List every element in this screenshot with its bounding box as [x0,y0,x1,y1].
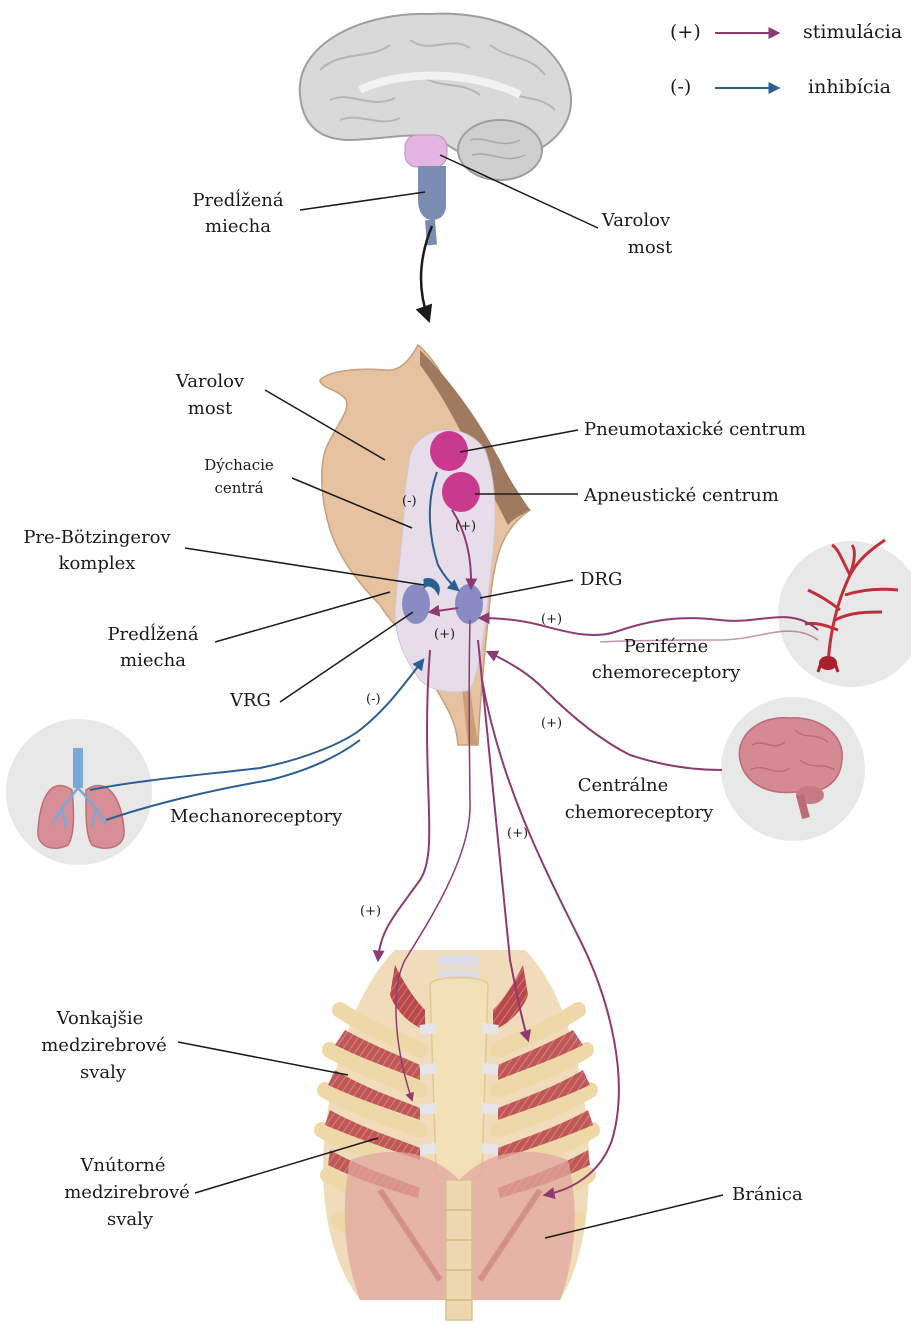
drg-nucleus [455,584,483,624]
brain-medulla-label-line1: Predĺžená [192,188,283,211]
sign-pneumo-inhib: (-) [402,494,417,509]
bs-pneumotaxic-text: Pneumotaxické centrum [584,419,806,440]
vrg-nucleus [402,584,430,624]
central-line2: chemoreceptory [565,802,714,823]
sign-diaphragm-path: (+) [507,826,528,841]
peripheral-stimulation-arrow [480,617,818,635]
sign-intercostal-path: (+) [360,904,381,919]
lungs-illustration [6,719,152,865]
central-line1: Centrálne [578,775,669,796]
brain-pons-label-line1: Varolov [601,210,671,231]
legend-inhib-text: inhibícia [808,76,891,98]
apneustic-center [442,472,480,512]
brain-sagittal-illustration [300,14,571,245]
external-intercostal-label: Vonkajšie medzirebrové svaly [41,1008,348,1083]
legend-stim-sign: (+) [670,21,701,43]
sternum [430,978,488,1182]
brain-pons-label-line2: most [628,237,673,258]
ext-line2: medzirebrové [41,1035,167,1056]
bs-drg-text: DRG [580,569,622,590]
diaphragm-text: Bránica [732,1184,803,1205]
sign-drg-vrg: (+) [434,627,455,642]
bs-resp-line2: centrá [214,479,263,497]
cerebellum [458,120,542,180]
bs-pons-line1: Varolov [175,371,245,392]
legend-inhib-sign: (-) [670,76,691,98]
bs-medulla-line1: Predĺžená [107,622,198,645]
brain-medulla-label: Predĺžená miecha [192,188,425,237]
bs-prebotz-line2: komplex [59,553,136,574]
legend: (+) stimulácia (-) inhibícia [670,21,902,98]
brain-medulla-label-line2: miecha [205,216,271,237]
bs-vrg-label: VRG [229,612,413,711]
central-chemoreceptor-label: Centrálne chemoreceptory [565,775,714,823]
peripheral-chemoreceptor-illustration [778,540,911,687]
sign-apneu-stim: (+) [455,519,476,534]
int-line3: svaly [107,1209,154,1230]
bs-vrg-text: VRG [229,690,271,711]
peripheral-chemoreceptor-label: Periférne chemoreceptory [592,636,741,683]
mechano-label: Mechanoreceptory [170,806,343,827]
bs-pons-line2: most [188,398,233,419]
brainstem-illustration [320,345,530,745]
ext-line3: svaly [80,1062,127,1083]
int-line2: medzirebrové [64,1182,190,1203]
bs-apneustic-text: Apneustické centrum [583,485,779,506]
bs-prebotz-line1: Pre-Bötzingerov [23,527,171,548]
bs-medulla-line2: miecha [120,650,186,671]
bs-medulla-label: Predĺžená miecha [107,592,390,671]
ext-line1: Vonkajšie [56,1008,144,1029]
peripheral-line1: Periférne [624,636,708,657]
ribcage-illustration [322,950,593,1320]
sign-mechano: (-) [366,692,381,707]
central-chemoreceptor-illustration [721,697,865,841]
bs-resp-line1: Dýchacie [204,456,274,474]
sign-peripheral: (+) [541,612,562,627]
vrg-to-ribcage-arrow-1 [378,650,430,960]
brain-pons [405,135,447,167]
bs-pneumotaxic-label: Pneumotaxické centrum [460,419,806,452]
brain-pons-label: Varolov most [440,155,673,258]
int-line1: Vnútorné [79,1155,165,1176]
legend-stim-text: stimulácia [803,21,902,43]
peripheral-line2: chemoreceptory [592,662,741,683]
bs-drg-label: DRG [480,569,622,598]
sign-central: (+) [541,716,562,731]
